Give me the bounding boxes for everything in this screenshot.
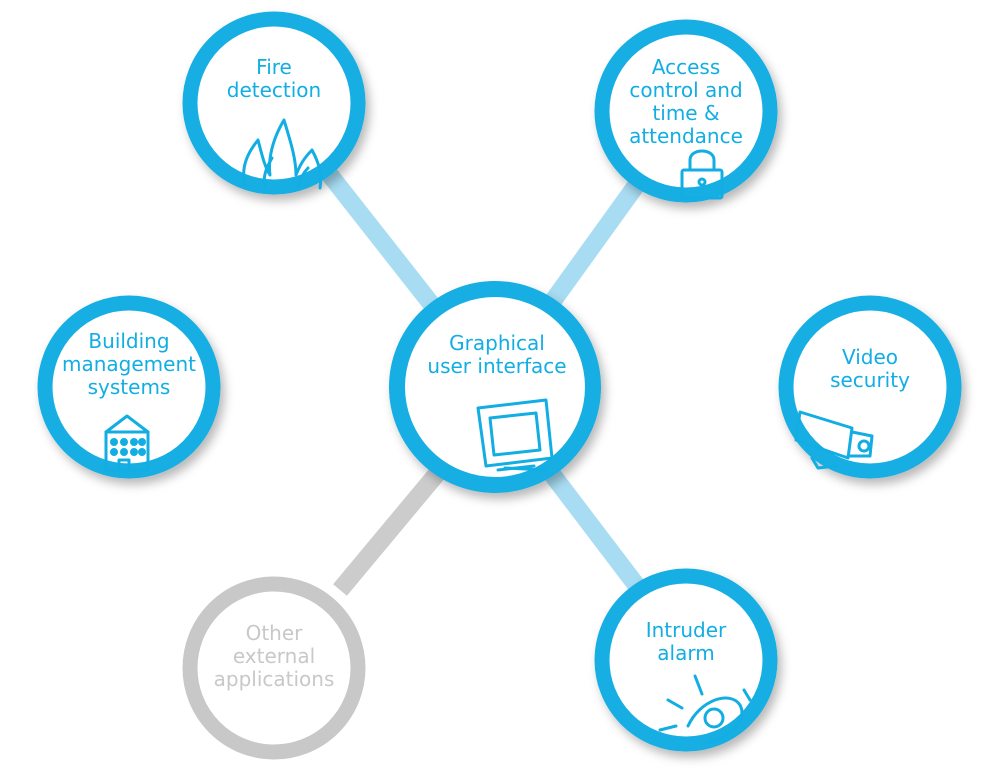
node-circles (37, 11, 962, 760)
node-intruder-circle (594, 568, 778, 752)
camera-icon (794, 410, 874, 470)
padlock-icon (680, 149, 724, 200)
connector-fire (322, 169, 448, 321)
node-video-circle (778, 295, 962, 479)
node-label-bms: Building management systems (62, 329, 196, 399)
flame-icon (242, 118, 323, 190)
node-label-intruder: Intruder alarm (645, 618, 727, 665)
alarm-icon (658, 674, 752, 744)
node-label-video: Video security (830, 345, 910, 392)
node-label-fire: Fire detection (226, 55, 322, 102)
node-label-access: Access control and time & attendance (629, 55, 743, 148)
connector-other (333, 464, 447, 596)
connector-intruder (537, 459, 648, 596)
node-access-circle (594, 19, 778, 203)
monitor-icon (476, 398, 554, 472)
connectors (205, 169, 790, 596)
building-icon (104, 414, 150, 472)
node-fire-circle (182, 11, 366, 195)
connector-access (542, 174, 648, 311)
center-label: Graphical user interface (427, 331, 567, 378)
node-label-other: Other external applications (213, 621, 335, 691)
node-other-circle (182, 576, 366, 760)
center-circle (389, 281, 601, 493)
